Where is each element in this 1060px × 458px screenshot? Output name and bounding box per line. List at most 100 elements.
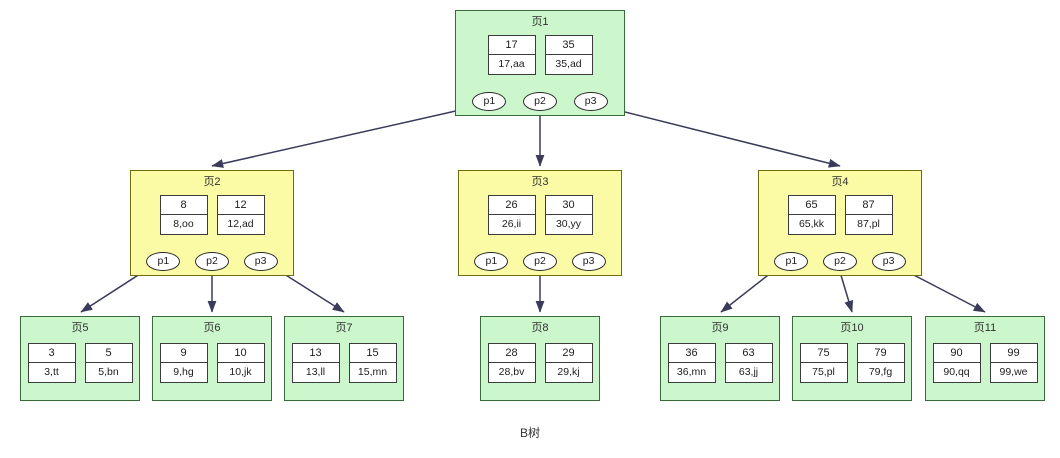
pointer-p2[interactable]: p2 — [522, 252, 557, 271]
pointer-p3[interactable]: p3 — [871, 252, 906, 271]
cell-key: 75 — [800, 344, 847, 363]
key-cell[interactable]: 9 9,hg — [159, 343, 208, 383]
cell-value: 99,we — [999, 366, 1028, 378]
cell-value: 3,tt — [44, 366, 59, 378]
cell-key: 15 — [349, 344, 396, 363]
btree-node-page10[interactable]: 页10 75 75,pl 79 79,fg — [792, 316, 912, 401]
cell-key: 12 — [217, 196, 264, 215]
node-cells: 26 26,ii 30 30,yy — [487, 195, 593, 235]
btree-node-page5[interactable]: 页5 3 3,tt 5 5,bn — [20, 316, 140, 401]
btree-node-page9[interactable]: 页9 36 36,mn 63 63,jj — [660, 316, 780, 401]
pointer-p2[interactable]: p2 — [522, 92, 557, 111]
pointer-p1[interactable]: p1 — [774, 252, 809, 271]
node-cells: 75 75,pl 79 79,fg — [799, 343, 905, 383]
btree-node-page7[interactable]: 页7 13 13,ll 15 15,mn — [284, 316, 404, 401]
cell-value: 28,bv — [498, 366, 525, 378]
cell-value: 79,fg — [868, 366, 893, 378]
node-title: 页10 — [840, 322, 864, 334]
key-cell[interactable]: 79 79,fg — [856, 343, 905, 383]
pointer-p3[interactable]: p3 — [571, 252, 606, 271]
key-cell[interactable]: 3 3,tt — [27, 343, 76, 383]
node-title: 页7 — [335, 322, 353, 334]
btree-node-page1[interactable]: 页1 17 17,aa 35 35,ad p1 p2 p3 — [455, 10, 625, 116]
cell-key: 17 — [488, 36, 535, 55]
key-cell[interactable]: 99 99,we — [989, 343, 1038, 383]
pointer-p3[interactable]: p3 — [243, 252, 278, 271]
key-cell[interactable]: 5 5,bn — [84, 343, 133, 383]
pointer-p1[interactable]: p1 — [474, 252, 509, 271]
key-cell[interactable]: 65 65,kk — [787, 195, 836, 235]
cell-value: 90,qq — [943, 366, 970, 378]
edge-page4-p2-to-page10 — [839, 271, 854, 313]
cell-key: 3 — [28, 344, 75, 363]
edge-page1-p3-to-page4 — [608, 107, 841, 168]
cell-key: 35 — [545, 36, 592, 55]
node-cells: 90 90,qq 99 99,we — [932, 343, 1038, 383]
btree-node-page11[interactable]: 页11 90 90,qq 99 99,we — [925, 316, 1045, 401]
key-cell[interactable]: 29 29,kj — [544, 343, 593, 383]
pointer-p1[interactable]: p1 — [146, 252, 181, 271]
cell-value: 8,oo — [173, 218, 194, 230]
node-title: 页11 — [973, 322, 997, 334]
cell-key: 90 — [933, 344, 980, 363]
cell-key: 9 — [160, 344, 207, 363]
node-cells: 3 3,tt 5 5,bn — [27, 343, 133, 383]
edge-page4-p3-to-page11 — [907, 271, 986, 313]
key-cell[interactable]: 87 87,pl — [844, 195, 893, 235]
key-cell[interactable]: 8 8,oo — [159, 195, 208, 235]
key-cell[interactable]: 10 10,jk — [216, 343, 265, 383]
key-cell[interactable]: 12 12,ad — [216, 195, 265, 235]
cell-value: 35,ad — [555, 58, 582, 70]
key-cell[interactable]: 36 36,mn — [667, 343, 716, 383]
node-cells: 9 9,hg 10 10,jk — [159, 343, 265, 383]
edge-page4-p1-to-page9 — [720, 271, 773, 313]
node-title: 页3 — [531, 176, 549, 188]
btree-node-page8[interactable]: 页8 28 28,bv 29 29,kj — [480, 316, 600, 401]
cell-key: 8 — [160, 196, 207, 215]
cell-key: 13 — [292, 344, 339, 363]
node-cells: 13 13,ll 15 15,mn — [291, 343, 397, 383]
btree-node-page2[interactable]: 页2 8 8,oo 12 12,ad p1 p2 p3 — [130, 170, 294, 276]
cell-key: 63 — [725, 344, 772, 363]
cell-value: 12,ad — [227, 218, 254, 230]
pointer-p1[interactable]: p1 — [472, 92, 507, 111]
cell-value: 15,mn — [357, 366, 388, 378]
node-title: 页9 — [711, 322, 729, 334]
pointer-p2[interactable]: p2 — [822, 252, 857, 271]
cell-value: 63,jj — [738, 366, 759, 378]
cell-value: 65,kk — [798, 218, 825, 230]
key-cell[interactable]: 15 15,mn — [348, 343, 397, 383]
node-cells: 65 65,kk 87 87,pl — [787, 195, 893, 235]
edge-page1-p1-to-page2 — [211, 107, 470, 168]
node-cells: 28 28,bv 29 29,kj — [487, 343, 593, 383]
btree-node-page3[interactable]: 页3 26 26,ii 30 30,yy p1 p2 p3 — [458, 170, 622, 276]
node-title: 页1 — [531, 16, 549, 28]
cell-key: 79 — [857, 344, 904, 363]
pointer-p2[interactable]: p2 — [194, 252, 229, 271]
key-cell[interactable]: 28 28,bv — [487, 343, 536, 383]
cell-value: 36,mn — [676, 366, 707, 378]
pointer-p3[interactable]: p3 — [573, 92, 608, 111]
cell-key: 99 — [990, 344, 1037, 363]
cell-key: 36 — [668, 344, 715, 363]
node-cells: 17 17,aa 35 35,ad — [487, 35, 593, 75]
cell-value: 29,kj — [557, 366, 580, 378]
key-cell[interactable]: 17 17,aa — [487, 35, 536, 75]
node-title: 页6 — [203, 322, 221, 334]
cell-value: 87,pl — [857, 218, 880, 230]
key-cell[interactable]: 13 13,ll — [291, 343, 340, 383]
key-cell[interactable]: 90 90,qq — [932, 343, 981, 383]
key-cell[interactable]: 75 75,pl — [799, 343, 848, 383]
key-cell[interactable]: 30 30,yy — [544, 195, 593, 235]
cell-key: 87 — [845, 196, 892, 215]
node-title: 页8 — [531, 322, 549, 334]
cell-value: 75,pl — [812, 366, 835, 378]
node-pointers: p1 p2 p3 — [456, 92, 624, 111]
btree-node-page4[interactable]: 页4 65 65,kk 87 87,pl p1 p2 p3 — [758, 170, 922, 276]
node-cells: 36 36,mn 63 63,jj — [667, 343, 773, 383]
key-cell[interactable]: 35 35,ad — [544, 35, 593, 75]
btree-node-page6[interactable]: 页6 9 9,hg 10 10,jk — [152, 316, 272, 401]
key-cell[interactable]: 63 63,jj — [724, 343, 773, 383]
key-cell[interactable]: 26 26,ii — [487, 195, 536, 235]
cell-key: 28 — [488, 344, 535, 363]
